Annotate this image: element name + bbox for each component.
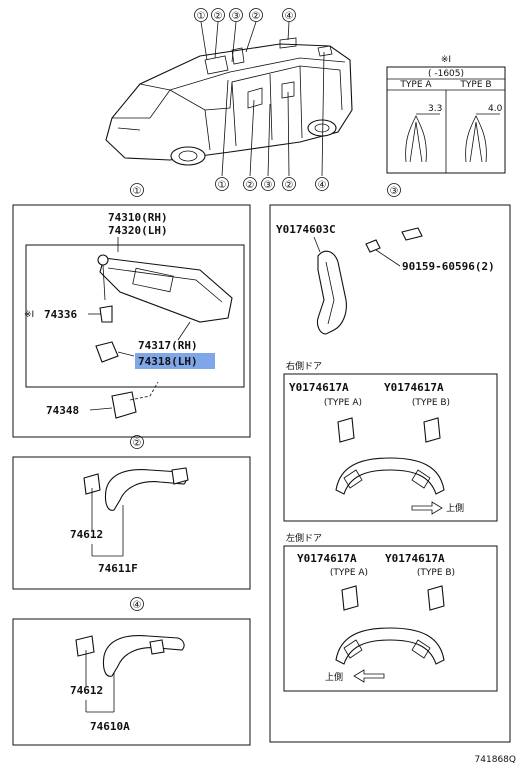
lh-type-b-label: (TYPE B)	[417, 568, 455, 578]
callout-3: ③	[264, 180, 273, 191]
visor-holder	[95, 341, 119, 363]
lh-arrow-icon	[353, 669, 385, 683]
rh-cap-a	[337, 417, 355, 443]
assist-grip-74610A	[102, 634, 185, 677]
visor-clip	[99, 305, 113, 323]
assist-grip-74611F	[104, 468, 187, 511]
lh-door-title: 左側ドア	[286, 532, 322, 544]
rh-arrow-label: 上側	[446, 502, 464, 514]
lh-door-grip	[335, 627, 445, 665]
table-dim-a: 3.3	[428, 104, 442, 114]
mark-asterisk: ※I	[24, 310, 34, 320]
part-90159-60596: 90159-60596(2)	[402, 260, 495, 273]
part-74348: 74348	[46, 404, 79, 417]
rh-cap-b	[423, 417, 441, 443]
part-74336: 74336	[44, 308, 77, 321]
highlight-74318	[135, 353, 215, 369]
table-type-a: TYPE A	[399, 80, 432, 90]
callout-2: ②	[246, 180, 255, 191]
rh-door-title: 右側ドア	[286, 360, 322, 372]
visor-bracket	[111, 391, 137, 419]
diagram-code: 741868Q	[475, 755, 516, 765]
part-rh-type-b: Y0174617A	[384, 381, 444, 394]
part-lh-type-a: Y0174617A	[297, 552, 357, 565]
type-table: ※I ( -1605) TYPE A TYPE B 3.3 4.0	[386, 55, 506, 174]
part-74611F: 74611F	[98, 562, 138, 575]
part-74320: 74320(LH)	[108, 224, 168, 237]
section-3-marker: ③	[390, 186, 399, 197]
part-74612-s4: 74612	[70, 684, 103, 697]
lh-type-a-label: (TYPE A)	[330, 568, 368, 578]
rh-type-a-label: (TYPE A)	[324, 398, 362, 408]
rh-type-b-label: (TYPE B)	[412, 398, 450, 408]
section-2: ② 74612 74611F	[12, 435, 251, 590]
table-type-b: TYPE B	[459, 80, 491, 90]
callout-4: ④	[318, 180, 327, 191]
callout-4: ④	[285, 11, 294, 22]
part-74318: 74318(LH)	[138, 355, 198, 368]
callout-2: ②	[214, 11, 223, 22]
part-Y0174603C: Y0174603C	[276, 223, 336, 236]
part-74610A: 74610A	[90, 720, 130, 733]
callout-1: ①	[197, 11, 206, 22]
part-74612-s2: 74612	[70, 528, 103, 541]
rh-door-grip	[335, 457, 445, 495]
section-1: ① 74310(RH) 74320(LH) ※I 74336 74317(RH)…	[12, 183, 251, 438]
section-4-marker: ④	[133, 600, 142, 611]
callout-3: ③	[232, 11, 241, 22]
sun-visor	[99, 257, 233, 323]
part-74317: 74317(RH)	[138, 339, 198, 352]
lh-cap-a	[341, 585, 359, 611]
van-illustration: ① ② ③ ② ④ ① ② ③ ② ④	[105, 8, 353, 191]
section-2-marker: ②	[133, 438, 142, 449]
part-rh-type-a: Y0174617A	[289, 381, 349, 394]
callout-1: ①	[218, 180, 227, 191]
lh-arrow-label: 上側	[325, 671, 343, 683]
table-mark: ※I	[441, 55, 451, 65]
section-4: ④ 74612 74610A	[12, 597, 251, 746]
section-3: ③ Y0174603C 90159-60596(2) 右側ドア Y0174617…	[269, 183, 511, 743]
table-dim-b: 4.0	[488, 104, 503, 114]
rh-arrow-icon	[411, 501, 443, 515]
section-1-marker: ①	[133, 186, 142, 197]
callout-2: ②	[285, 180, 294, 191]
table-period: ( -1605)	[428, 69, 464, 79]
lh-cap-b	[427, 585, 445, 611]
assist-grip-3	[316, 250, 347, 335]
part-74310: 74310(RH)	[108, 211, 168, 224]
callout-2: ②	[252, 11, 261, 22]
part-lh-type-b: Y0174617A	[385, 552, 445, 565]
